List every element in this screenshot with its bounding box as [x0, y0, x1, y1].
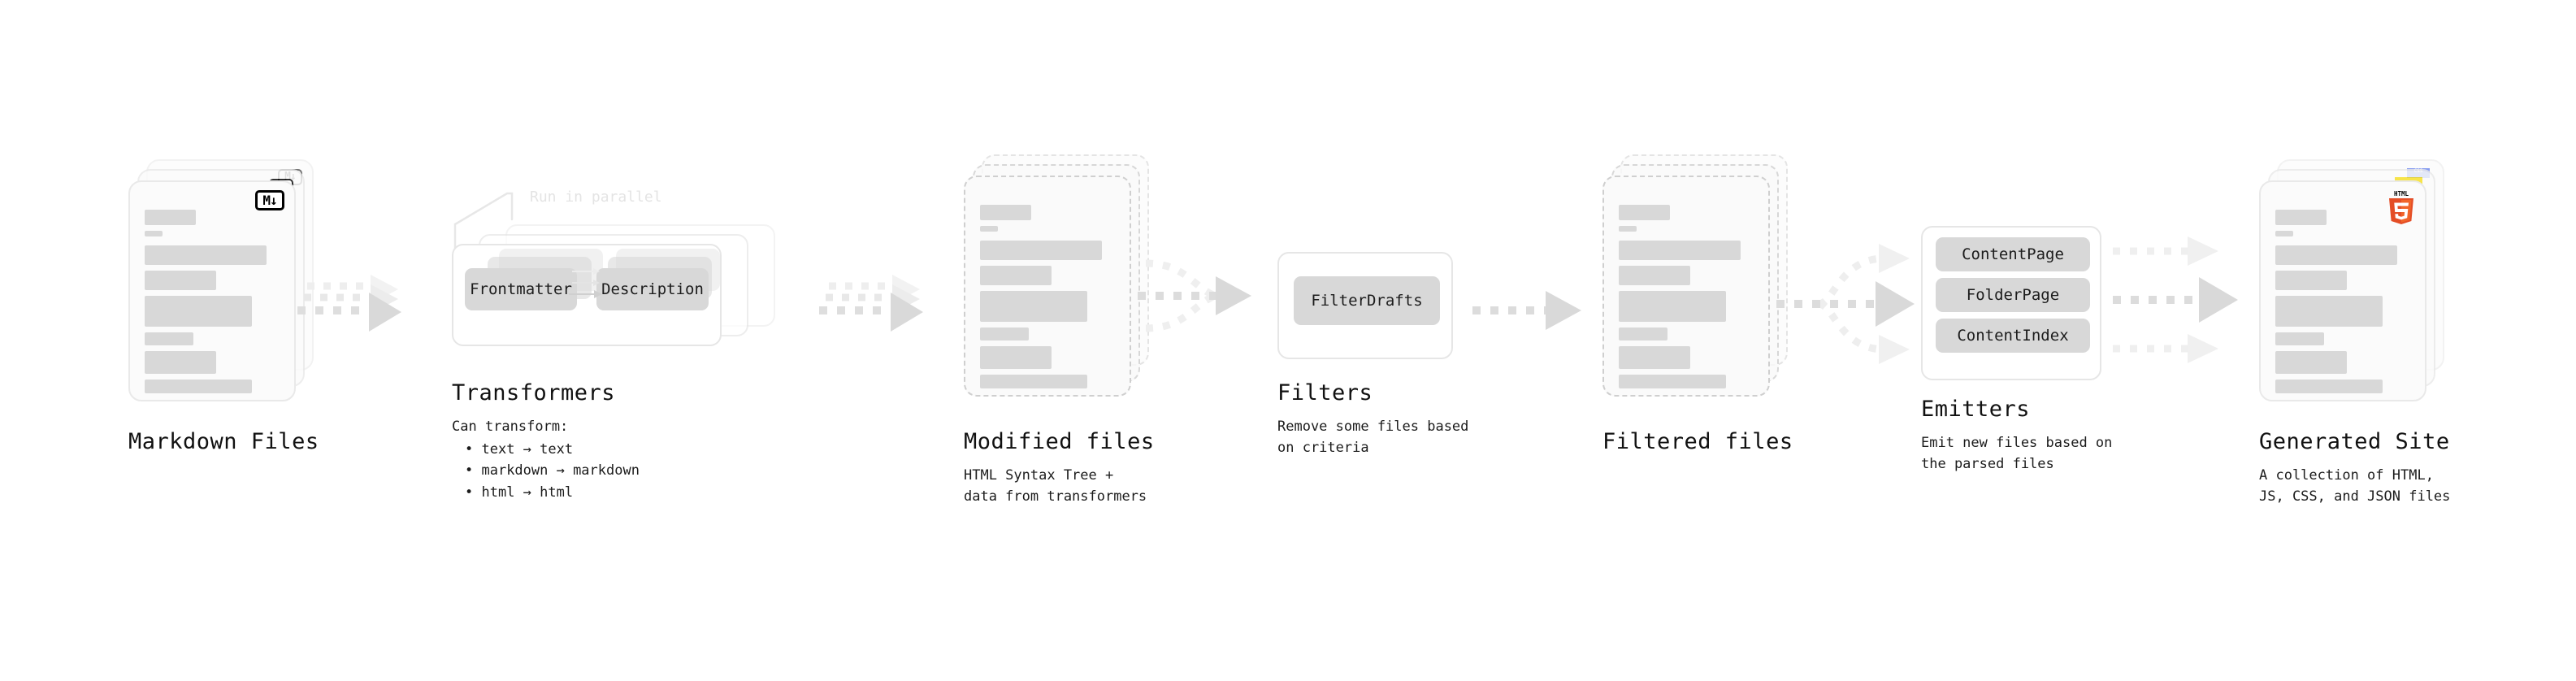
transformers-bullet-list: text → text markdown → markdown html → h… [465, 439, 640, 503]
stage-title-filtered-files: Filtered files [1602, 429, 1793, 454]
filters-subtitle: Remove some files based on criteria [1277, 419, 1469, 457]
run-in-parallel-label: Run in parallel [530, 189, 662, 206]
generated-file-card: HTML [2259, 180, 2426, 401]
emitter-chip-folderpage[interactable]: FolderPage [1936, 278, 2090, 312]
markdown-badge: M↓ [255, 190, 284, 210]
stage-title-emitters: Emitters [1921, 397, 2031, 422]
svg-text:HTML: HTML [2394, 190, 2409, 197]
stage-title-transformers: Transformers [452, 380, 616, 406]
filtered-file-card [1602, 176, 1770, 397]
stage-title-generated-site: Generated Site [2259, 429, 2450, 454]
generated-site-subtitle: A collection of HTML, JS, CSS, and JSON … [2259, 467, 2451, 505]
transformer-internal-arrows [569, 268, 602, 298]
stage-title-markdown-files: Markdown Files [128, 429, 319, 454]
filter-chip-filterdrafts[interactable]: FilterDrafts [1294, 276, 1440, 325]
skeleton-bars [1619, 205, 1755, 394]
connector-emitters-to-site [2113, 236, 2238, 363]
connector-modified-to-filters [1138, 259, 1251, 332]
list-item: text → text [465, 439, 640, 460]
modified-file-card [964, 176, 1131, 397]
skeleton-bars [2275, 210, 2412, 399]
connector-filtered-to-emitters [1776, 244, 1915, 364]
transformer-chip-description[interactable]: Description [596, 268, 709, 310]
stage-title-modified-files: Modified files [964, 429, 1155, 454]
markdown-file-card: M↓ [128, 180, 296, 401]
list-item: html → html [465, 482, 640, 503]
emitters-panel: ContentPage FolderPage ContentIndex [1921, 226, 2101, 380]
emitter-chip-contentpage[interactable]: ContentPage [1936, 237, 2090, 271]
list-item: markdown → markdown [465, 460, 639, 481]
connector-markdown-to-transformers [297, 275, 401, 332]
html5-icon: HTML [2386, 189, 2417, 224]
parallel-leader-line [453, 192, 514, 250]
emitters-subtitle: Emit new files based on the parsed files [1921, 435, 2113, 473]
transformer-chip-frontmatter[interactable]: Frontmatter [465, 268, 577, 310]
emitter-chip-contentindex[interactable]: ContentIndex [1936, 319, 2090, 353]
modified-files-subtitle: HTML Syntax Tree + data from transformer… [964, 467, 1147, 505]
skeleton-bars [980, 205, 1117, 394]
skeleton-bars [145, 210, 281, 399]
transformers-subtitle-head: Can transform: [452, 419, 569, 435]
connector-transformers-to-modified [819, 275, 923, 332]
stage-title-filters: Filters [1277, 380, 1373, 406]
connector-filters-to-filtered [1472, 291, 1581, 330]
filters-panel: FilterDrafts [1277, 252, 1453, 359]
transformer-panel: Frontmatter Description [452, 244, 722, 346]
